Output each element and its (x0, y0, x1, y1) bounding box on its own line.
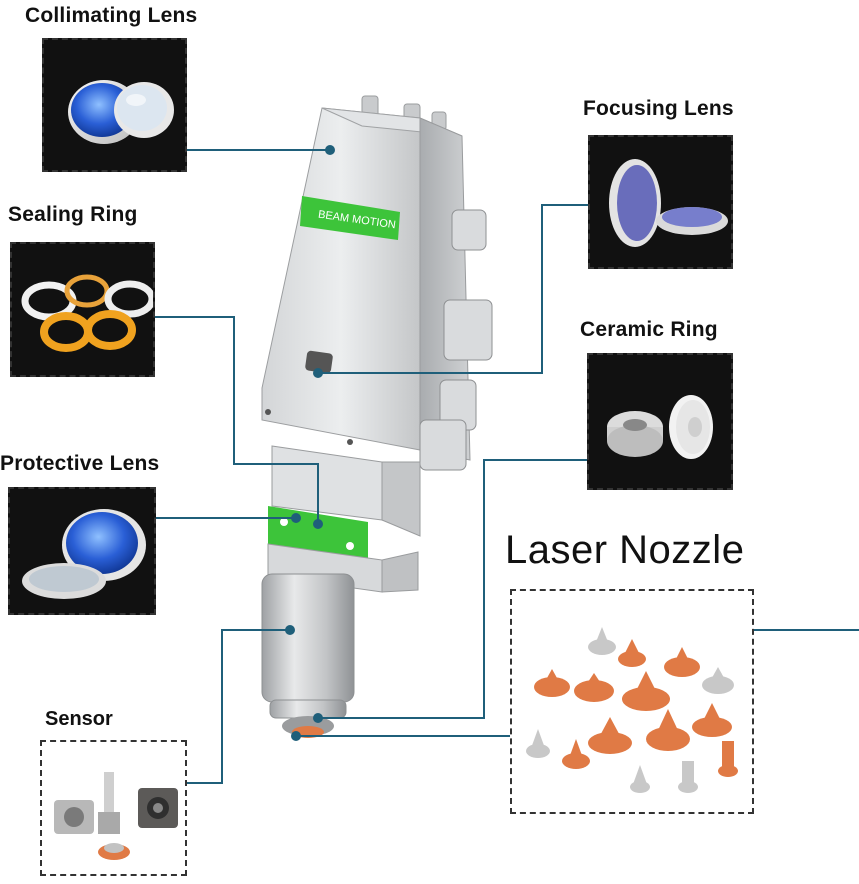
sensor-graphic (54, 772, 178, 860)
label-collimating-lens: Collimating Lens (25, 4, 198, 27)
label-focusing-lens: Focusing Lens (583, 97, 734, 120)
sensor-photo (40, 740, 187, 876)
laser-nozzle-graphic (526, 627, 738, 793)
protective-lens-graphic (22, 509, 146, 599)
ceramic-ring-photo (587, 353, 733, 490)
collimating-lens-photo (42, 38, 187, 172)
label-sealing-ring: Sealing Ring (8, 203, 138, 226)
label-ceramic-ring: Ceramic Ring (580, 318, 718, 341)
ceramic-ring-graphic (607, 395, 713, 459)
focusing-lens-photo (588, 135, 733, 269)
protective-lens-photo (8, 487, 156, 615)
label-sensor: Sensor (45, 708, 113, 730)
sealing-ring-photo (10, 242, 155, 377)
sealing-ring-graphic (21, 274, 153, 352)
label-protective-lens: Protective Lens (0, 452, 160, 475)
focusing-lens-graphic (609, 159, 728, 247)
collimating-lens-graphic (68, 80, 174, 144)
